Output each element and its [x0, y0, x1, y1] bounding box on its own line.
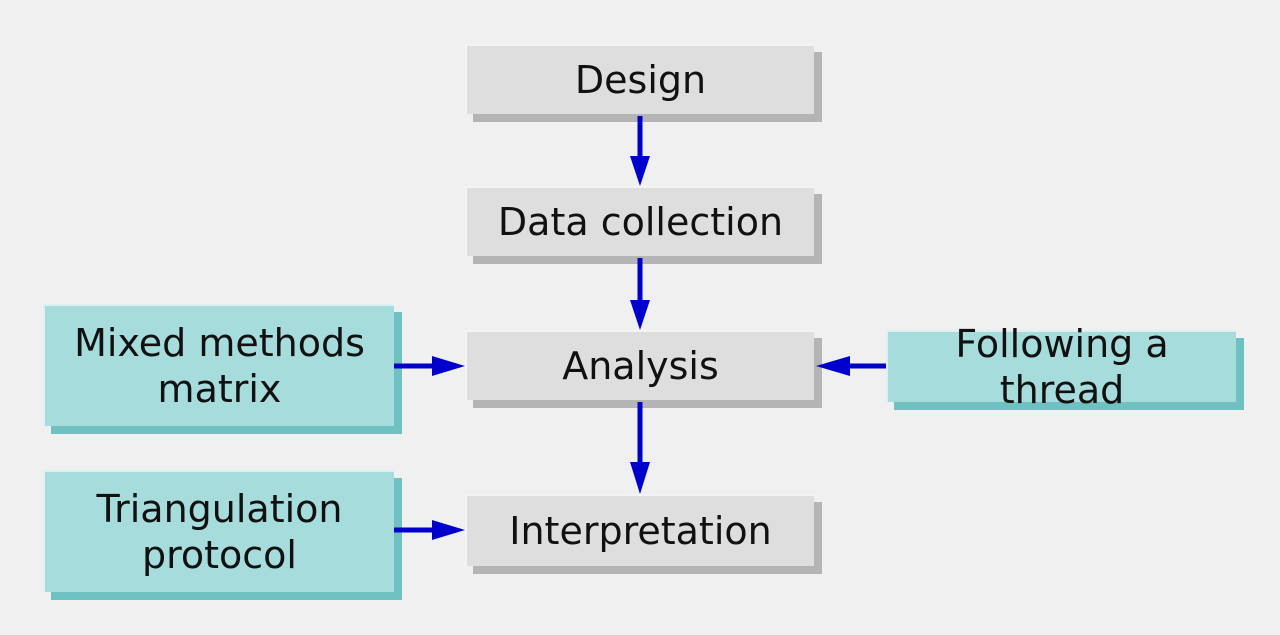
arrow-thread-to-analysis — [816, 356, 886, 376]
step-interpretation: Interpretation — [465, 494, 814, 566]
arrow-data-collection-to-analysis — [630, 258, 650, 330]
arrow-analysis-to-interpretation — [630, 402, 650, 494]
step-data-collection-label: Data collection — [497, 200, 784, 244]
method-triangulation-protocol: Triangulation protocol — [43, 470, 394, 592]
step-analysis: Analysis — [465, 330, 814, 400]
method-triangulation-protocol-label: Triangulation protocol — [96, 487, 343, 577]
step-interpretation-label: Interpretation — [509, 509, 772, 553]
method-mixed-methods-matrix-label: Mixed methods matrix — [74, 321, 365, 411]
step-analysis-label: Analysis — [562, 344, 719, 388]
method-following-a-thread-label: Following a thread — [955, 322, 1169, 412]
method-following-a-thread: Following a thread — [886, 322, 1236, 412]
arrow-triangulation-to-interpretation — [394, 520, 465, 540]
step-design-label: Design — [574, 58, 707, 102]
arrow-design-to-data-collection — [630, 116, 650, 186]
method-mixed-methods-matrix: Mixed methods matrix — [43, 304, 394, 426]
arrow-matrix-to-analysis — [394, 356, 465, 376]
step-design: Design — [465, 44, 814, 114]
step-data-collection: Data collection — [465, 186, 814, 256]
